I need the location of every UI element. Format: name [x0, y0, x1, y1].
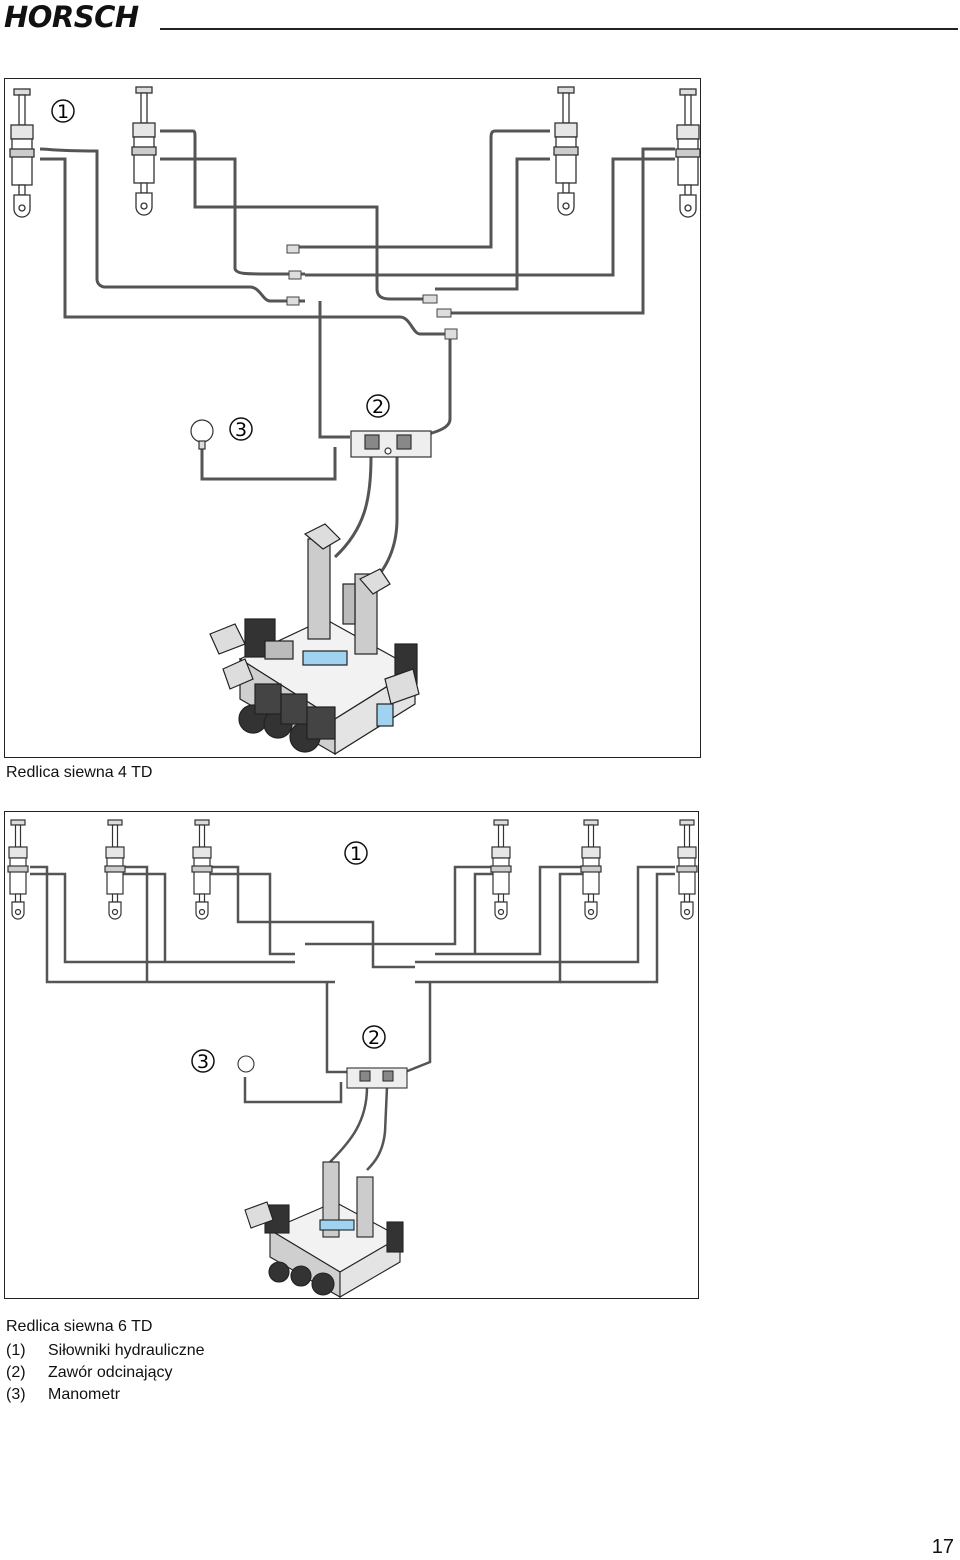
legend-num: (2) — [6, 1364, 26, 1381]
manometer-3 — [190, 419, 214, 450]
callout-markers: 1 2 3 — [51, 99, 390, 441]
figure-6td: 1 2 3 — [4, 811, 699, 1299]
shutoff-valve-2 — [350, 430, 432, 458]
figure-caption-6td: Redlica siewna 6 TD — [6, 1318, 153, 1335]
hydraulic-diagram-4td: 1 2 3 — [9, 86, 700, 756]
legend-text: Zawór odcinający — [48, 1364, 173, 1381]
legend-text: Siłowniki hydrauliczne — [48, 1342, 205, 1359]
legend: (1) Siłowniki hydrauliczne (2) Zawór odc… — [6, 1340, 205, 1406]
page-number: 17 — [931, 1536, 954, 1558]
callout-1: 1 — [57, 101, 69, 123]
callout-1: 1 — [350, 843, 362, 865]
figure-4td: 1 2 3 — [4, 78, 701, 758]
callout-2: 2 — [372, 396, 384, 418]
callout-3: 3 — [197, 1051, 209, 1073]
callout-2: 2 — [368, 1027, 380, 1049]
legend-text: Manometr — [48, 1386, 121, 1403]
valve-block-6td — [244, 1161, 404, 1298]
legend-num: (3) — [6, 1386, 26, 1403]
legend-item: (3) Manometr — [6, 1384, 205, 1406]
legend-num: (1) — [6, 1342, 26, 1359]
legend-item: (1) Siłowniki hydrauliczne — [6, 1340, 205, 1362]
hydraulic-diagram-6td: 1 2 3 — [7, 819, 698, 1298]
callout-3: 3 — [235, 419, 247, 441]
header-rule — [160, 28, 958, 30]
legend-item: (2) Zawór odcinający — [6, 1362, 205, 1384]
figure-caption-4td: Redlica siewna 4 TD — [6, 764, 153, 781]
valve-block — [209, 523, 420, 756]
horsch-logo: HORSCH — [4, 0, 139, 34]
